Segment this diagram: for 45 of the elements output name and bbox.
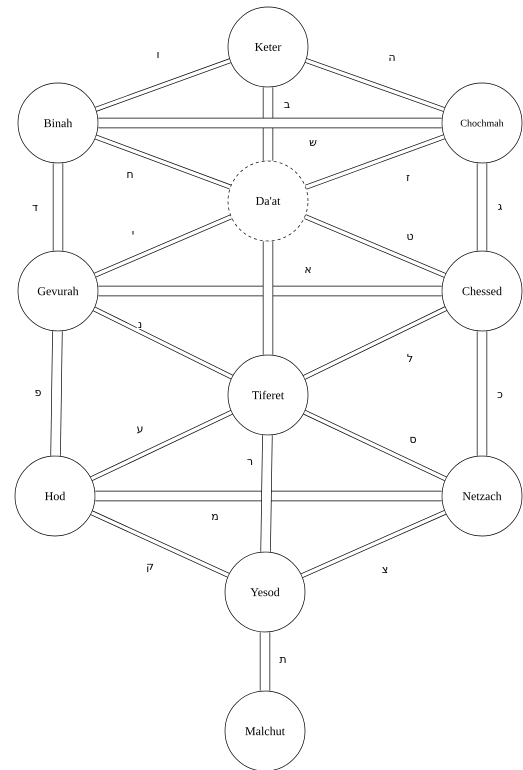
hebrew-letter: נ	[136, 321, 144, 330]
path-channel	[98, 286, 442, 296]
hebrew-letter: ו	[156, 51, 160, 59]
path-channel	[90, 410, 233, 481]
hebrew-letter: ה	[387, 54, 397, 62]
hebrew-letter: ש	[308, 139, 318, 147]
hebrew-letter: י	[130, 230, 136, 238]
path-channel	[476, 331, 488, 456]
hebrew-letter: ט	[405, 232, 415, 242]
path-channel	[300, 510, 446, 578]
path-channel	[476, 163, 488, 251]
path-channel	[98, 118, 442, 128]
hebrew-letter: ע	[136, 425, 144, 435]
path-channel	[93, 306, 233, 380]
hebrew-letter: צ	[380, 566, 390, 574]
hebrew-letter: ג	[496, 202, 504, 212]
hebrew-letter: ח	[125, 171, 135, 179]
path-channel	[95, 58, 231, 112]
path-channel	[303, 306, 447, 380]
hebrew-letter: מ	[210, 512, 220, 522]
path-channel	[262, 87, 274, 161]
path-channel	[305, 134, 445, 190]
path-channel	[305, 58, 445, 112]
hebrew-letter: ר	[246, 458, 254, 466]
hebrew-letter: כ	[496, 391, 504, 399]
path-channel	[304, 214, 446, 278]
path-channel	[94, 134, 232, 190]
hebrew-letter: ל	[406, 353, 414, 364]
path-channel	[52, 163, 64, 251]
path-channel	[94, 214, 232, 278]
path-channel	[303, 410, 447, 481]
path-channel	[50, 331, 63, 456]
path-channel	[95, 490, 442, 502]
hebrew-letter: ס	[408, 436, 418, 444]
hebrew-letter: ב	[282, 101, 292, 109]
hebrew-letter: ת	[278, 656, 288, 664]
path-channel	[260, 632, 270, 691]
path-channel	[90, 510, 230, 578]
path-channel	[260, 435, 273, 552]
hebrew-letter: ק	[145, 562, 155, 574]
hebrew-letter: ז	[405, 174, 411, 182]
hebrew-letter: פ	[34, 389, 42, 397]
hebrew-letter: ד	[31, 204, 39, 212]
hebrew-letter: א	[303, 266, 313, 274]
path-channel	[262, 241, 274, 355]
